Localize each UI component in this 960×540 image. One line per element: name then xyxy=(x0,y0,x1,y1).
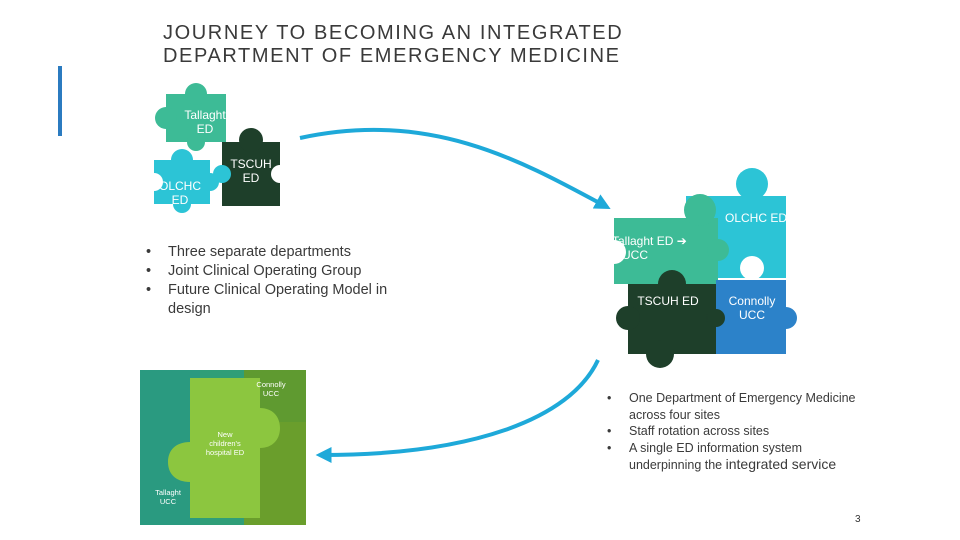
bullet-text: Joint Clinical Operating Group xyxy=(168,263,362,279)
image-label-connolly-line1: Connolly xyxy=(256,380,286,389)
image-label-new-hospital-line2: children's xyxy=(209,439,241,448)
list-item: •Future Clinical Operating Model in desi… xyxy=(146,282,388,317)
image-label-tallaght-line2: UCC xyxy=(159,497,177,506)
label-tscuh-top: TSCUH ED xyxy=(222,157,280,185)
page-title-line-2: DEPARTMENT OF EMERGENCY MEDICINE xyxy=(163,45,621,67)
list-item: •A single ED information system underpin… xyxy=(607,440,837,473)
list-item: •Staff rotation across sites xyxy=(607,424,770,438)
label-connolly-right-line2: UCC xyxy=(739,308,765,322)
bullet-list-right: •One Department of Emergency Medicine ac… xyxy=(607,390,877,474)
title-accent-bar xyxy=(58,66,62,136)
page-title-line-1: JOURNEY TO BECOMING AN INTEGRATED xyxy=(163,22,624,44)
puzzle-piece-tallaght-top xyxy=(155,83,226,151)
image-label-new-hospital-line1: New xyxy=(217,430,233,439)
puzzle-piece-connolly-right xyxy=(707,280,797,354)
puzzle-piece-tallaght-right xyxy=(602,194,729,284)
label-tallaght-top: Tallaght ED xyxy=(172,108,238,136)
label-tallaght-right: Tallaght ED ➔ UCC xyxy=(612,234,708,262)
list-item: •Three separate departments xyxy=(146,244,351,260)
label-olchc-top-line1: OLCHC xyxy=(158,179,201,193)
bullet-text: Staff rotation across sites xyxy=(629,424,770,438)
label-tallaght-top-line2: ED xyxy=(196,122,214,136)
image-label-tallaght-line1: Tallaght xyxy=(155,488,181,497)
label-tallaght-top-line1: Tallaght xyxy=(184,108,226,122)
page-number: 3 xyxy=(855,514,861,525)
label-tallaght-right-line1: Tallaght ED ➔ xyxy=(612,234,687,248)
label-connolly-right-line1: Connolly xyxy=(728,294,776,308)
image-label-tallaght: Tallaght UCC xyxy=(146,488,190,506)
list-item: •One Department of Emergency Medicine ac… xyxy=(607,391,856,422)
bullet-text-emphasis: integrated service xyxy=(725,456,837,472)
label-tscuh-right: TSCUH ED xyxy=(637,294,699,308)
bullet-text: One Department of Emergency Medicine acr… xyxy=(629,391,856,422)
bullet-text: Three separate departments xyxy=(168,244,351,260)
image-label-new-hospital: New children's hospital ED xyxy=(198,430,252,457)
label-tallaght-right-line2: UCC xyxy=(622,248,648,262)
image-label-connolly: Connolly UCC xyxy=(248,380,294,398)
label-olchc-top-line2: ED xyxy=(171,193,189,207)
arrow-curve-bottom xyxy=(315,359,600,463)
label-olchc-right: OLCHC ED xyxy=(724,211,787,225)
image-label-new-hospital-line3: hospital ED xyxy=(205,448,245,457)
label-tscuh-top-line1: TSCUH xyxy=(230,157,272,171)
bullet-text: A single ED information system underpinn… xyxy=(629,440,802,473)
integrated-sites-image: Connolly UCC New children's hospital ED … xyxy=(140,370,306,525)
puzzle-piece-tscuh-right xyxy=(616,270,726,368)
list-item: •Joint Clinical Operating Group xyxy=(146,263,362,279)
bullet-list-left: •Three separate departments •Joint Clini… xyxy=(146,243,426,319)
puzzle-piece-tscuh-top xyxy=(213,128,289,206)
label-olchc-top: OLCHC ED xyxy=(150,179,210,207)
label-tscuh-top-line2: ED xyxy=(242,171,260,185)
label-connolly-right: Connolly UCC xyxy=(718,294,786,322)
puzzle-piece-olchc-top xyxy=(145,149,219,213)
bullet-text: Future Clinical Operating Model in desig… xyxy=(168,282,388,317)
image-label-connolly-line2: UCC xyxy=(262,389,280,398)
arrow-curve-top xyxy=(299,127,611,210)
